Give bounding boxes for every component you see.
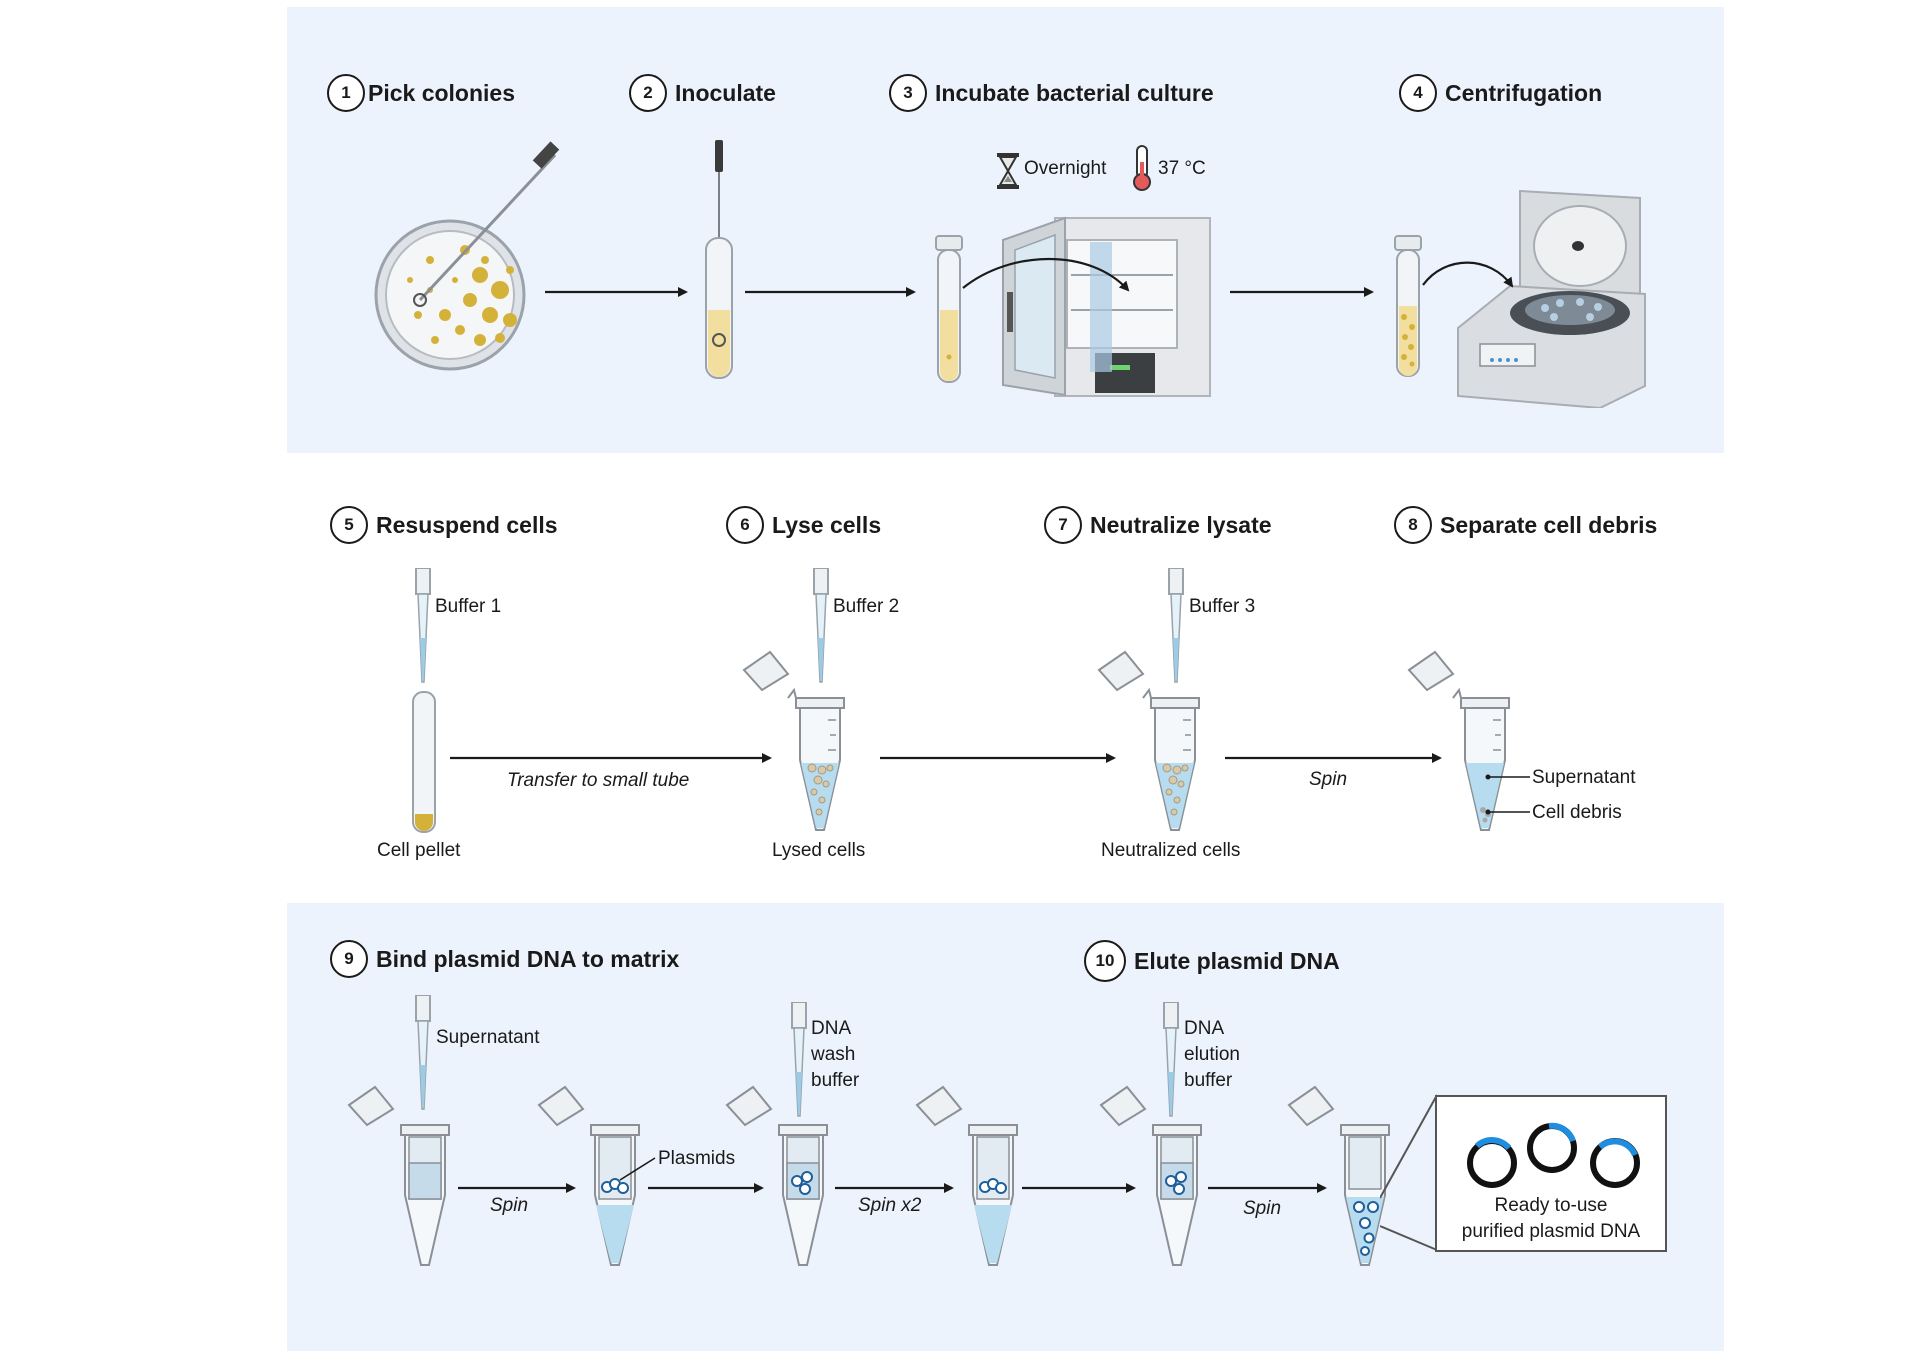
wash-buffer-label-2: wash bbox=[811, 1044, 856, 1065]
hourglass-icon bbox=[997, 153, 1019, 189]
step-3: 3 Incubate bacterial culture bbox=[889, 74, 1214, 112]
step-2: 2 Inoculate bbox=[629, 74, 776, 112]
elution-buffer-label-2: elution bbox=[1184, 1044, 1240, 1065]
culture-tube-icon bbox=[935, 235, 963, 383]
cell-debris-label: Cell debris bbox=[1532, 802, 1622, 823]
step-number: 6 bbox=[726, 506, 764, 544]
step-title: Centrifugation bbox=[1445, 79, 1603, 106]
step-5: 5 Resuspend cells bbox=[330, 506, 558, 544]
petri-dish-icon bbox=[374, 141, 560, 371]
eluted-tube-icon bbox=[1287, 1085, 1390, 1266]
spin-label-elute: Spin bbox=[1243, 1198, 1282, 1219]
step-number: 3 bbox=[889, 74, 927, 112]
step-number: 9 bbox=[330, 940, 368, 978]
step-title: Lyse cells bbox=[772, 511, 882, 538]
spin-column-tube-1-icon bbox=[347, 1085, 450, 1266]
separated-tube-icon bbox=[1407, 650, 1510, 831]
step-8: 8 Separate cell debris bbox=[1394, 506, 1657, 544]
lysed-cells-label: Lysed cells bbox=[772, 840, 866, 861]
incubation-time: Overnight bbox=[1024, 158, 1107, 179]
step-1: 1 Pick colonies bbox=[327, 74, 515, 112]
wash-buffer-label-3: buffer bbox=[811, 1070, 860, 1091]
plasmid-rings-icon bbox=[1467, 1122, 1640, 1188]
step-number: 4 bbox=[1399, 74, 1437, 112]
step-number: 1 bbox=[327, 74, 365, 112]
step-title: Pick colonies bbox=[368, 79, 516, 106]
final-line-2: purified plasmid DNA bbox=[1461, 1221, 1641, 1242]
step-4: 4 Centrifugation bbox=[1399, 74, 1602, 112]
step-9: 9 Bind plasmid DNA to matrix bbox=[330, 940, 679, 978]
spin-column-tube-4-icon bbox=[915, 1085, 1018, 1266]
pipette-buffer3-icon bbox=[1168, 568, 1184, 683]
step-title: Separate cell debris bbox=[1440, 511, 1658, 538]
pipette-wash-icon bbox=[791, 1002, 807, 1117]
leader-plasmids bbox=[619, 1157, 656, 1181]
step-10: 10 Elute plasmid DNA bbox=[1084, 940, 1340, 982]
centrifuge-icon bbox=[1457, 189, 1646, 408]
incubation-temperature: 37 °C bbox=[1158, 158, 1206, 179]
cell-pellet-label: Cell pellet bbox=[377, 840, 461, 861]
step-number: 8 bbox=[1394, 506, 1432, 544]
lysed-tube-icon bbox=[742, 650, 845, 831]
spin-column-tube-3-icon bbox=[725, 1085, 828, 1266]
spin-label: Spin bbox=[1309, 769, 1348, 790]
elution-buffer-label-3: buffer bbox=[1184, 1070, 1233, 1091]
step-number: 7 bbox=[1044, 506, 1082, 544]
step-title: Incubate bacterial culture bbox=[935, 79, 1214, 106]
step-number: 10 bbox=[1084, 940, 1126, 982]
pipette-elution-icon bbox=[1163, 1002, 1179, 1117]
neutralized-cells-label: Neutralized cells bbox=[1101, 840, 1241, 861]
cell-pellet-tube-icon bbox=[412, 691, 436, 833]
step-title: Inoculate bbox=[675, 79, 776, 106]
supernatant-input-label: Supernatant bbox=[436, 1027, 540, 1048]
step-number: 5 bbox=[330, 506, 368, 544]
supernatant-label: Supernatant bbox=[1532, 767, 1636, 788]
purified-dna-label: Ready to-use purified plasmid DNA bbox=[1437, 1193, 1665, 1245]
spin-column-tube-5-icon bbox=[1099, 1085, 1202, 1266]
callout-lines bbox=[1380, 1094, 1438, 1251]
purified-dna-callout: Ready to-use purified plasmid DNA bbox=[1435, 1095, 1667, 1252]
step-title: Elute plasmid DNA bbox=[1134, 947, 1340, 974]
neutralized-tube-icon bbox=[1097, 650, 1200, 831]
spin-label-bind: Spin bbox=[490, 1195, 529, 1216]
wash-buffer-label-1: DNA bbox=[811, 1018, 852, 1039]
step-6: 6 Lyse cells bbox=[726, 506, 881, 544]
final-line-1: Ready to-use bbox=[1494, 1195, 1608, 1216]
step-title: Bind plasmid DNA to matrix bbox=[376, 945, 680, 972]
spin-x2-label: Spin x2 bbox=[858, 1195, 922, 1216]
buffer-1-label: Buffer 1 bbox=[435, 596, 502, 617]
pipette-supernatant-icon bbox=[415, 995, 431, 1110]
step-title: Neutralize lysate bbox=[1090, 511, 1272, 538]
elution-buffer-label-1: DNA bbox=[1184, 1018, 1225, 1039]
step-number: 2 bbox=[629, 74, 667, 112]
step-7: 7 Neutralize lysate bbox=[1044, 506, 1272, 544]
transfer-label: Transfer to small tube bbox=[507, 770, 690, 791]
plasmids-label: Plasmids bbox=[658, 1148, 736, 1169]
inoculation-tube-icon bbox=[705, 140, 733, 379]
arrow-tube-centrifuge bbox=[1422, 261, 1514, 288]
arrow-tube-incubator bbox=[962, 258, 1130, 292]
buffer-3-label: Buffer 3 bbox=[1189, 596, 1256, 617]
pipette-buffer2-icon bbox=[813, 568, 829, 683]
thermometer-icon bbox=[1133, 145, 1151, 191]
pipette-buffer1-icon bbox=[415, 568, 431, 683]
spin-column-tube-2-icon bbox=[537, 1085, 640, 1266]
step-title: Resuspend cells bbox=[376, 511, 558, 538]
buffer-2-label: Buffer 2 bbox=[833, 596, 900, 617]
falcon-tube-icon bbox=[1394, 235, 1422, 377]
